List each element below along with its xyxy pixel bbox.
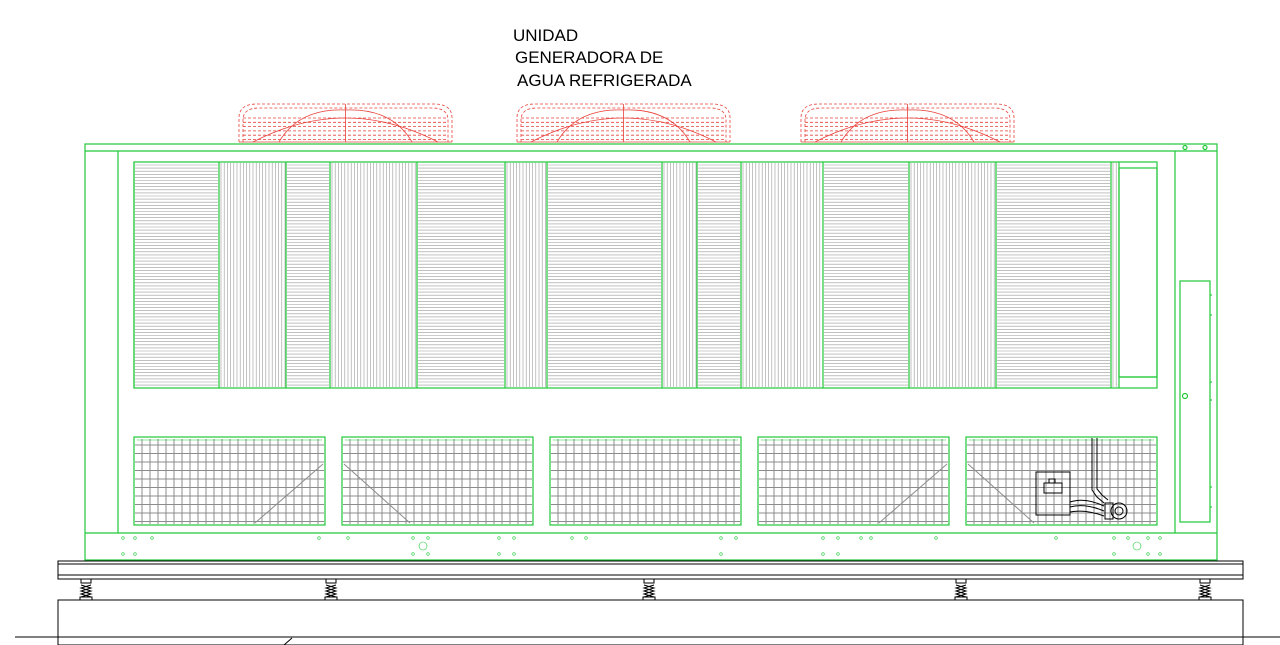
bolt-hole [821, 536, 825, 540]
spring-isolator [1198, 578, 1212, 601]
pump-hose [1069, 499, 1105, 507]
coil-bay [218, 162, 286, 388]
access-grille [133, 436, 326, 526]
pump-assembly [1035, 438, 1128, 520]
bolt-hole [836, 552, 840, 556]
bolt-hole [133, 536, 137, 540]
coil-bay [504, 162, 546, 388]
fan-guard [516, 103, 731, 143]
bolt-hole [719, 536, 723, 540]
panel-handle [1181, 392, 1189, 400]
frame-bolt [1182, 144, 1188, 151]
access-grille [965, 436, 1158, 526]
access-grille [757, 436, 950, 526]
bolt-hole [497, 536, 501, 540]
coil-end-panel [1118, 167, 1158, 378]
frame-bolt [1202, 144, 1208, 151]
coil-bay [661, 162, 697, 388]
bolt-hole [426, 536, 430, 540]
spring-isolator [79, 578, 93, 601]
access-grille [549, 436, 742, 526]
bolt-hole [1126, 536, 1130, 540]
bolt-hole [133, 552, 137, 556]
coil-bay [995, 162, 1110, 388]
bolt-hole [821, 552, 825, 556]
unit-frame [84, 143, 1218, 561]
bolt-hole [1112, 552, 1116, 556]
bolt-hole [1146, 536, 1150, 540]
bolt-hole [512, 536, 516, 540]
unit-title: UNIDAD GENERADORA DE AGUA REFRIGERADA [513, 26, 692, 90]
bolt-hole [317, 536, 321, 540]
bolt-hole [836, 536, 840, 540]
frame-outer [84, 143, 1218, 561]
bolt-hole [859, 536, 863, 540]
title-line-1: UNIDAD [513, 26, 578, 45]
access-grille [341, 436, 534, 526]
condenser-coil [133, 161, 1158, 389]
coil-bay [416, 162, 504, 388]
panel-door [1179, 280, 1211, 523]
bolt-hole [1054, 536, 1058, 540]
lifting-hole [1132, 541, 1142, 551]
bolt-hole [719, 552, 723, 556]
bolt-hole [1112, 536, 1116, 540]
bolt-hole [934, 536, 938, 540]
coil-bay [908, 162, 995, 388]
bolt-hole [150, 536, 154, 540]
pump-box [1035, 471, 1071, 516]
base-bolt-holes [121, 536, 1162, 556]
coil-bay [740, 162, 821, 388]
bolt-hole [497, 552, 501, 556]
lifting-hole [418, 541, 428, 551]
electrical-panel [1179, 280, 1212, 523]
bolt-hole [1158, 552, 1162, 556]
coil-bay [133, 162, 218, 388]
fan-guard [800, 103, 1015, 143]
spring-isolator [954, 578, 968, 601]
title-line-3: AGUA REFRIGERADA [517, 71, 692, 90]
base-rails [15, 560, 1280, 645]
bolt-hole [1146, 552, 1150, 556]
pump-motor [1110, 502, 1128, 520]
condenser-fans [238, 103, 1015, 143]
bolt-hole [584, 536, 588, 540]
bolt-hole [346, 536, 350, 540]
coil-bay [329, 162, 416, 388]
bolt-hole [411, 552, 415, 556]
bolt-hole [121, 552, 125, 556]
coil-bay [285, 162, 329, 388]
bolt-hole [411, 536, 415, 540]
coil-bay [822, 162, 908, 388]
coil-bay [546, 162, 661, 388]
bolt-hole [121, 536, 125, 540]
bolt-hole [570, 536, 574, 540]
coil-bay [1110, 162, 1117, 388]
title-line-2: GENERADORA DE [515, 48, 663, 67]
spring-isolators [79, 578, 1212, 601]
bolt-hole [426, 552, 430, 556]
lower-access-grilles [133, 436, 1158, 526]
bolt-hole [1158, 536, 1162, 540]
cut-mark [283, 637, 293, 645]
fan-guard [238, 103, 453, 143]
concrete-pad [57, 599, 1244, 645]
coil-bay [696, 162, 740, 388]
spring-isolator [324, 578, 338, 601]
bolt-hole [869, 536, 873, 540]
bolt-hole [734, 536, 738, 540]
bolt-hole [512, 552, 516, 556]
pump-pipe [1091, 438, 1105, 504]
spring-isolator [642, 578, 656, 601]
